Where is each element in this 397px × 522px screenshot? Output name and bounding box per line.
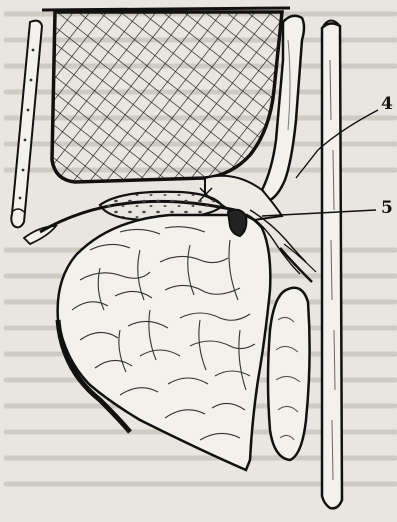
- oval-organ: [268, 288, 310, 460]
- left-rod: [11, 21, 42, 228]
- callout-label-5: 5: [381, 200, 393, 217]
- callout-label-4: 4: [381, 96, 393, 113]
- top-border-line: [42, 8, 290, 10]
- left-fragment: [24, 226, 56, 244]
- hatched-block: [52, 12, 282, 182]
- vertical-bar: [322, 20, 342, 508]
